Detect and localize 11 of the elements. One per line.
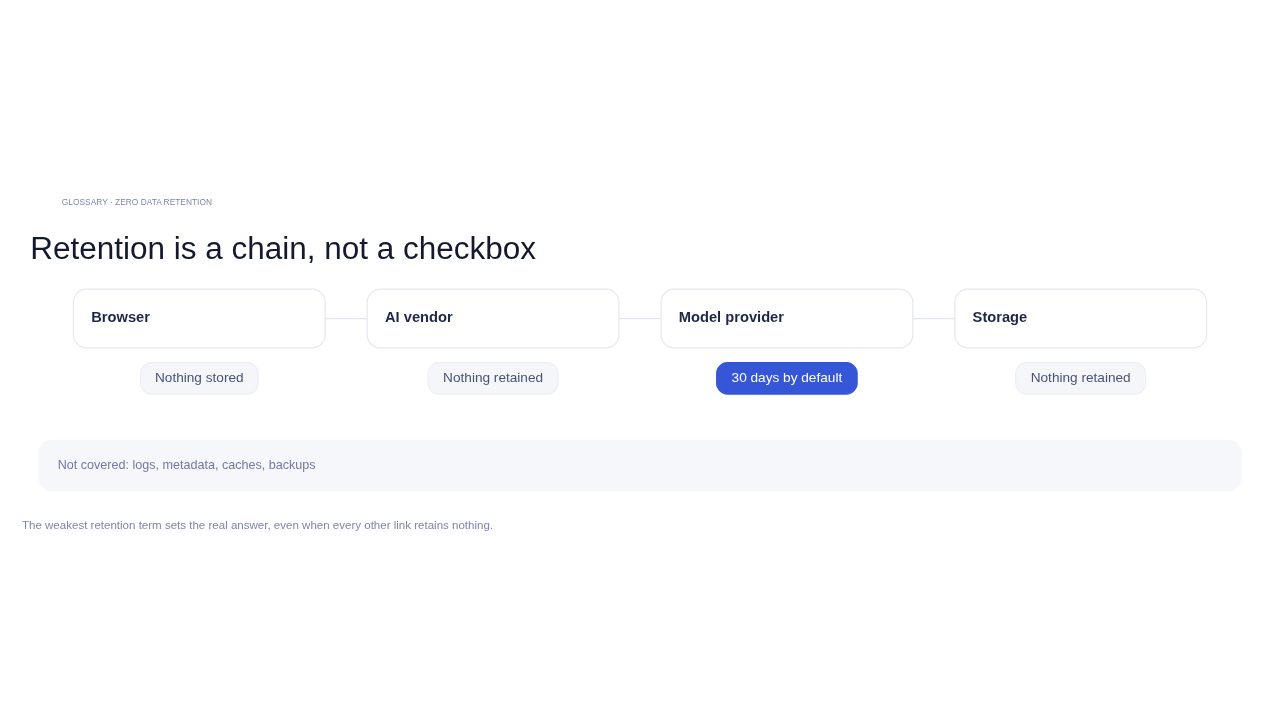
node-box: Model provider bbox=[660, 288, 914, 349]
label: GLOSSARY · ZERO DATA RETENTION bbox=[61, 196, 213, 207]
node-box: Storage bbox=[954, 288, 1208, 349]
node-label: Nothing retained bbox=[443, 369, 544, 385]
node-label: 30 days by default bbox=[731, 369, 843, 385]
node-label: Nothing retained bbox=[1030, 369, 1131, 385]
caption: The weakest retention term sets the real answer, even when every other link retains nothing. bbox=[21, 519, 494, 532]
node-box: AI vendor bbox=[366, 288, 620, 349]
diagram-title: Retention is a chain, not a checkbox bbox=[30, 230, 536, 266]
node-box: Browser bbox=[72, 288, 326, 349]
node-label: Nothing stored bbox=[154, 369, 244, 385]
